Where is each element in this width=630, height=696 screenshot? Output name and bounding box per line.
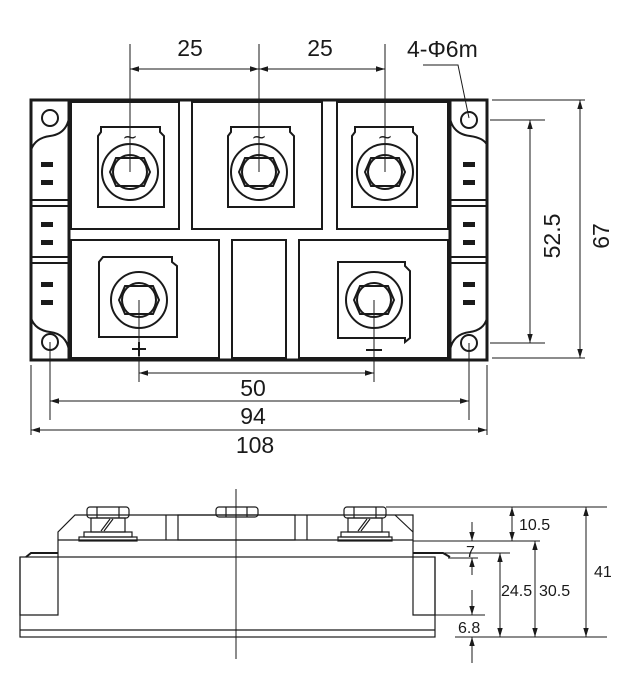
dim-base-thickness: 6.8 xyxy=(458,620,480,637)
top-view: ~ ~ ~ xyxy=(29,35,614,458)
dim-nut-height: 10.5 xyxy=(519,517,550,534)
dim-terminal-pitch-right: 25 xyxy=(307,35,333,61)
terminal-nut-center xyxy=(215,506,259,518)
dim-overall-height-side: 41 xyxy=(594,564,612,581)
compartment-dc-plus xyxy=(70,239,220,359)
dim-step: 7 xyxy=(466,544,475,561)
terminal-nut-left xyxy=(78,506,138,542)
dim-hole-vertical-spacing: 52.5 xyxy=(539,214,565,259)
dim-housing-height: 30.5 xyxy=(539,583,570,600)
dim-overall-width: 108 xyxy=(236,432,274,458)
ac-terminal-1: ~ xyxy=(97,126,165,208)
side-view: 10.5 7 6.8 24.5 30.5 41 xyxy=(19,489,612,663)
dim-dc-terminal-spacing: 50 xyxy=(240,375,266,401)
ac-terminal-2: ~ xyxy=(227,126,295,208)
mounting-hole-icon xyxy=(41,109,59,127)
mounting-hole-icon xyxy=(460,111,478,129)
compartment-ac2 xyxy=(191,101,323,230)
dim-overall-height: 67 xyxy=(588,223,614,249)
mounting-hole-note: 4-Φ6m xyxy=(407,36,478,62)
terminal-nut-right xyxy=(337,506,393,542)
compartment-center xyxy=(231,239,287,359)
compartment-ac3 xyxy=(336,101,449,230)
left-mounting-strip xyxy=(30,100,71,360)
dim-terminal-pitch-left: 25 xyxy=(177,35,203,61)
compartment-ac1 xyxy=(70,101,180,230)
dc-minus-terminal xyxy=(337,261,411,351)
dc-plus-terminal xyxy=(98,256,178,356)
dim-hole-horizontal-spacing: 94 xyxy=(240,403,266,429)
right-mounting-strip xyxy=(448,100,488,360)
dim-body-height: 24.5 xyxy=(501,583,532,600)
baseplate xyxy=(19,556,436,638)
